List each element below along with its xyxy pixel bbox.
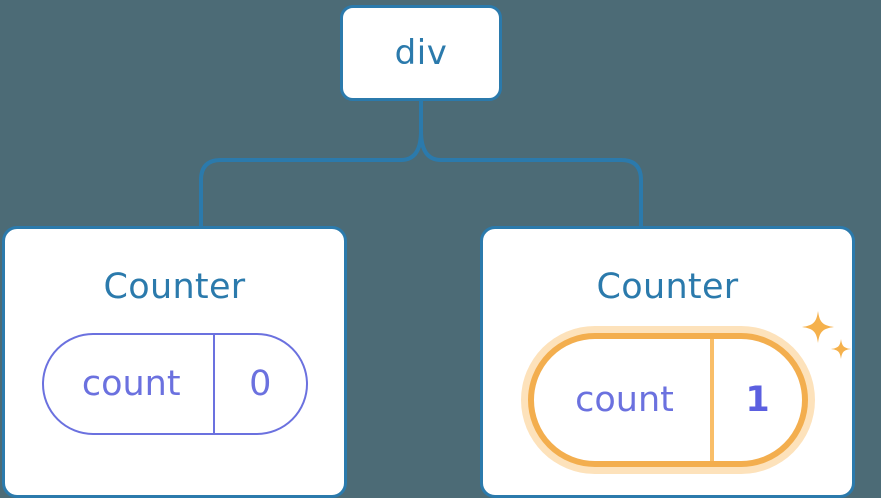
sparkles-group: [801, 311, 851, 359]
state-value-right: 1: [745, 380, 770, 420]
state-pill-right-wrap: count 1: [527, 311, 851, 467]
state-value-left: 0: [249, 364, 272, 404]
node-div-label: div: [394, 33, 448, 73]
node-counter-left-title: Counter: [103, 267, 246, 307]
sparkle-large-icon: [801, 311, 834, 343]
state-key-left: count: [44, 335, 215, 433]
state-pill-right[interactable]: count 1: [527, 333, 808, 467]
node-counter-right[interactable]: Counter count 1: [480, 226, 855, 498]
node-counter-right-title: Counter: [596, 267, 739, 307]
state-pill-left[interactable]: count 0: [41, 333, 308, 435]
node-counter-left[interactable]: Counter count 0: [2, 226, 347, 498]
state-key-right: count: [534, 339, 714, 461]
node-div[interactable]: div: [340, 5, 502, 101]
sparkle-small-icon: [830, 339, 851, 359]
connector-branch-left: [199, 129, 423, 228]
state-pill-left-wrap: count 0: [41, 333, 308, 435]
connector-branch-right: [419, 129, 643, 228]
